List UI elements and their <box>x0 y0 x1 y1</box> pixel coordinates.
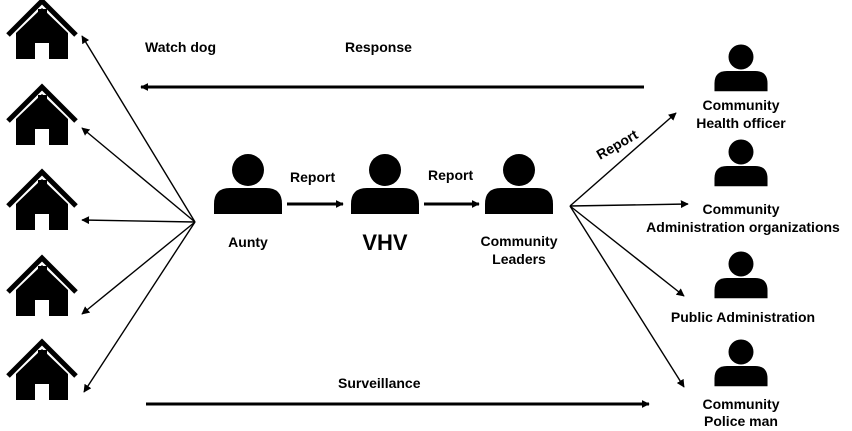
person-icon <box>714 251 768 299</box>
house-icon <box>8 258 76 316</box>
vhv-label: VHV <box>362 230 408 255</box>
house-icon <box>8 172 76 230</box>
aunty-label: Aunty <box>228 234 268 250</box>
leaders-to-agencies-arrows <box>569 112 689 388</box>
watch-dog-label: Watch dog <box>145 39 216 55</box>
health-officer-label-line1: Community <box>703 97 780 113</box>
public-admin-label: Public Administration <box>671 309 815 325</box>
report-label: Report <box>290 169 335 185</box>
community-leaders-label-line2: Leaders <box>492 251 546 267</box>
house-icon <box>8 342 76 400</box>
response-label: Response <box>345 39 412 55</box>
report-label: Report <box>428 167 473 183</box>
admin-orgs-label-line1: Community <box>703 201 780 217</box>
community-leaders-label-line1: Community <box>481 233 558 249</box>
report-label: Report <box>594 126 641 163</box>
aunty-to-houses-arrows <box>81 35 196 393</box>
person-icon <box>351 154 419 214</box>
house-icon <box>8 87 76 145</box>
person-icon <box>714 339 768 387</box>
person-icon <box>214 154 282 214</box>
surveillance-label: Surveillance <box>338 375 421 391</box>
person-icon <box>714 44 768 92</box>
person-icon <box>714 139 768 187</box>
police-label-line2: Police man <box>704 413 778 429</box>
house-icon <box>8 1 76 59</box>
health-officer-label-line2: Health officer <box>696 115 786 131</box>
person-icon <box>485 154 553 214</box>
admin-orgs-label-line2: Administration organizations <box>646 219 840 235</box>
police-label-line1: Community <box>703 396 780 412</box>
